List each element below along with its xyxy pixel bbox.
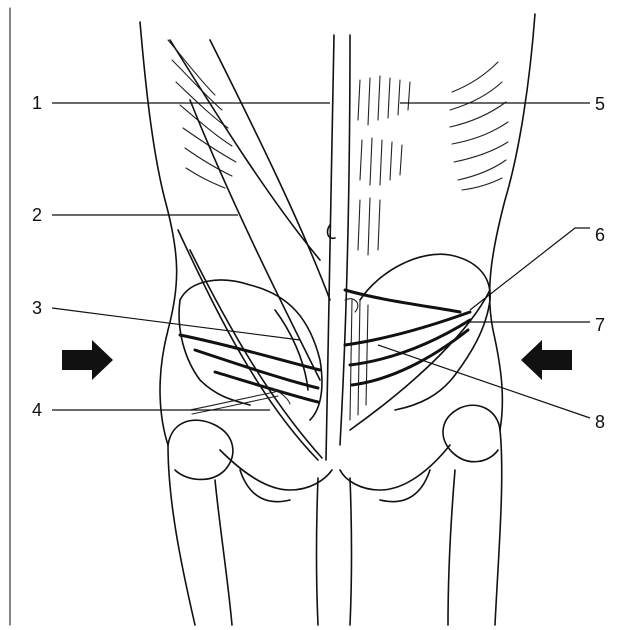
label-3: 3 (32, 298, 42, 318)
hip-joints (168, 405, 500, 501)
linea-alba (326, 35, 350, 460)
leader-3 (52, 308, 300, 340)
label-4: 4 (32, 400, 42, 420)
arrow-right-icon (62, 340, 113, 380)
label-8: 8 (595, 412, 605, 432)
internal-oblique-strokes (180, 290, 470, 402)
arrow-left-icon (521, 340, 572, 380)
rectus-abdominis-strokes (350, 76, 410, 420)
label-1: 1 (32, 93, 42, 113)
rib-lines-right (450, 62, 508, 190)
pelvis-left (179, 280, 322, 420)
umbilicus (328, 225, 335, 238)
legs (215, 470, 455, 625)
rib-lines-left (168, 40, 236, 188)
leader-6 (470, 228, 590, 310)
torso-outline (140, 14, 535, 625)
label-5: 5 (595, 94, 605, 114)
pelvis-right (350, 254, 490, 430)
label-2: 2 (32, 205, 42, 225)
label-6: 6 (595, 225, 605, 245)
label-7: 7 (595, 315, 605, 335)
